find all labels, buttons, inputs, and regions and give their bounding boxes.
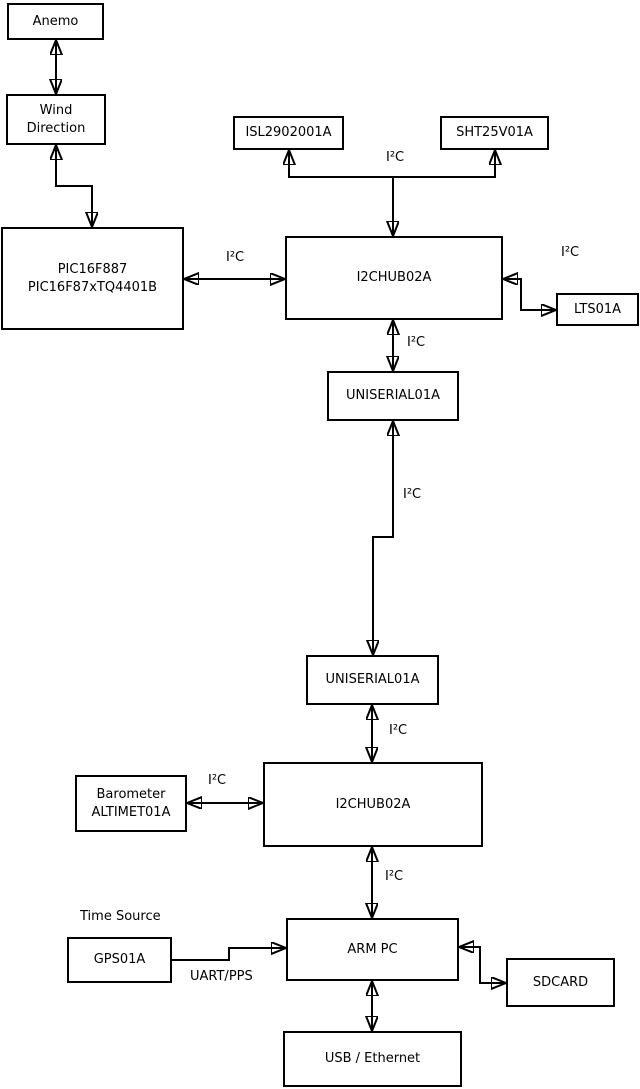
node-arm-pc: ARM PC [286,918,459,981]
node-wind-direction: Wind Direction [6,94,106,145]
node-i2chub02a-top: I2CHUB02A [285,236,503,320]
edge-i2chub1-lts [503,279,556,310]
edge-armpc-sdcard [459,947,506,983]
label-i2c-lts: I²C [561,245,580,260]
node-sdcard: SDCARD [506,958,615,1007]
node-lts01a: LTS01A [556,293,639,326]
node-usb-ethernet: USB / Ethernet [283,1031,462,1087]
edge-wind-pic [56,145,92,227]
label-i2c-hub2-armpc: I²C [385,869,404,884]
edge-branch-sht [393,150,495,178]
label-time-source: Time Source [80,909,161,924]
edge-branch-isl [289,150,393,178]
node-uniserial01a-top: UNISERIAL01A [327,371,459,421]
node-gps01a: GPS01A [67,937,172,983]
node-uniserial01a-bottom: UNISERIAL01A [306,655,439,705]
edge-uniserial1-uniserial2 [373,421,393,655]
label-i2c-barometer: I²C [208,773,227,788]
label-i2c-pic-hub: I²C [226,250,245,265]
node-anemo: Anemo [7,3,104,40]
label-i2c-uniserial-hub2: I²C [389,723,408,738]
edge-gps-armpc [172,948,286,961]
node-sht25v01a: SHT25V01A [440,116,549,150]
label-i2c-sensor-branch: I²C [386,150,405,165]
node-pic16f887: PIC16F887 PIC16F87xTQ4401B [1,227,184,330]
node-barometer-altimet01a: Barometer ALTIMET01A [75,775,187,832]
label-i2c-uniserial-link: I²C [403,487,422,502]
label-i2c-hub-uniserial: I²C [407,335,426,350]
node-i2chub02a-bottom: I2CHUB02A [263,762,483,847]
node-isl2902001a: ISL2902001A [233,116,344,150]
label-uart-pps: UART/PPS [190,969,253,984]
